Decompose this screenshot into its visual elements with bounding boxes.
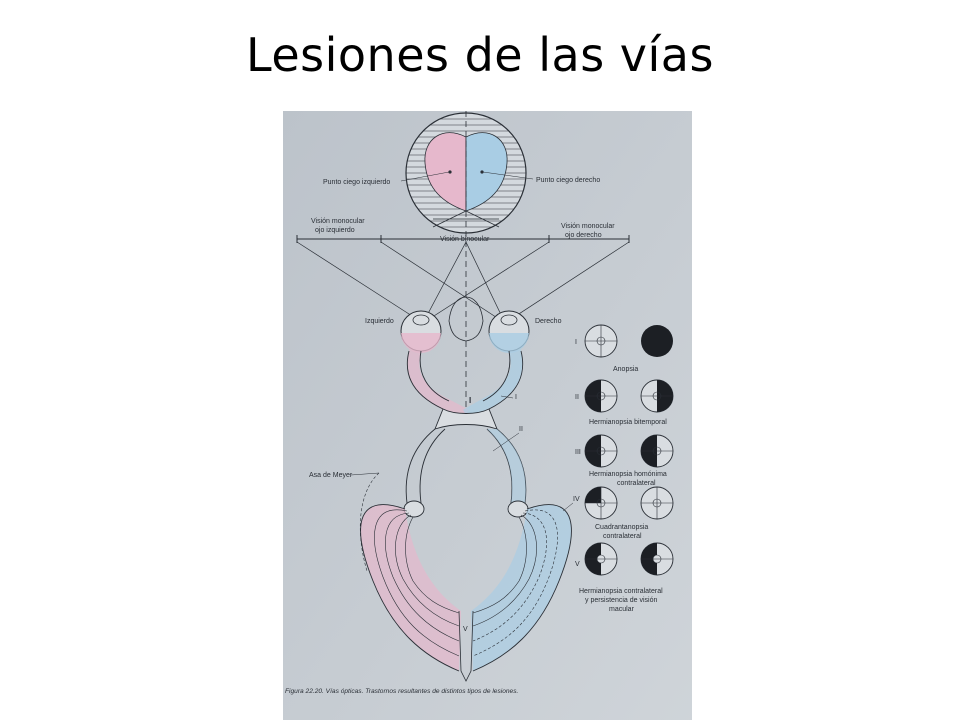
visual-pathway-diagram: Punto ciego izquierdo Punto ciego derech… — [283, 111, 692, 720]
defect-caption-II: Hermianopsia bitemporal — [589, 419, 667, 426]
defect-row-III: III Hermianopsia homónima contralateral — [575, 434, 674, 487]
defect-caption-III-1: Hermianopsia homónima — [589, 471, 667, 478]
lesion-IV-label: IV — [573, 496, 580, 503]
svg-text:II: II — [575, 394, 579, 401]
right-blind-spot-label: Punto ciego derecho — [536, 177, 600, 184]
defect-caption-V-2: y persistencia de visión — [585, 597, 657, 604]
left-monocular-label-2: ojo izquierdo — [315, 227, 355, 234]
defect-caption-III-2: contralateral — [617, 480, 656, 487]
right-eye-label: Derecho — [535, 318, 562, 325]
defect-caption-V-3: macular — [609, 606, 635, 613]
svg-text:V: V — [575, 561, 580, 568]
lesion-I-label: I — [515, 394, 517, 401]
textbook-figure-photo: Punto ciego izquierdo Punto ciego derech… — [283, 111, 692, 720]
svg-text:I: I — [575, 339, 577, 346]
right-monocular-label-2: ojo derecho — [565, 232, 602, 239]
defect-row-V: V Hermianopsia contralateral y persisten… — [575, 542, 674, 613]
meyer-loop-label: Asa de Meyer — [309, 472, 353, 479]
lesion-I-on-chiasm: I — [469, 396, 471, 405]
lesion-V-label: V — [463, 626, 468, 633]
right-optic-radiation — [471, 504, 572, 672]
defect-caption-V-1: Hermianopsia contralateral — [579, 588, 663, 595]
svg-text:III: III — [575, 449, 581, 456]
right-monocular-label-1: Visión monocular — [561, 223, 615, 230]
binocular-label: Visión binocular — [440, 236, 490, 243]
defect-row-IV: Cuadrantanopsia contralateral — [584, 486, 674, 540]
lesion-II-label: II — [519, 426, 523, 433]
light-rays — [296, 241, 630, 324]
left-monocular-label-1: Visión monocular — [311, 218, 365, 225]
left-eye — [400, 310, 442, 353]
right-eye — [488, 310, 530, 353]
figure-caption: Figura 22.20. Vías ópticas. Trastornos r… — [285, 688, 519, 695]
defect-panel: I Anopsia II Hermianopsia bitemporal III — [575, 324, 674, 613]
defect-row-I: I Anopsia — [575, 324, 673, 373]
defect-caption-IV-2: contralateral — [603, 533, 642, 540]
left-optic-radiation — [359, 472, 461, 672]
left-eye-label: Izquierdo — [365, 318, 394, 325]
defect-caption-IV-1: Cuadrantanopsia — [595, 524, 648, 531]
left-blind-spot-label: Punto ciego izquierdo — [323, 179, 390, 186]
slide-title: Lesiones de las vías — [246, 28, 714, 82]
defect-row-II: II Hermianopsia bitemporal — [575, 379, 674, 426]
defect-caption-I: Anopsia — [613, 366, 638, 373]
